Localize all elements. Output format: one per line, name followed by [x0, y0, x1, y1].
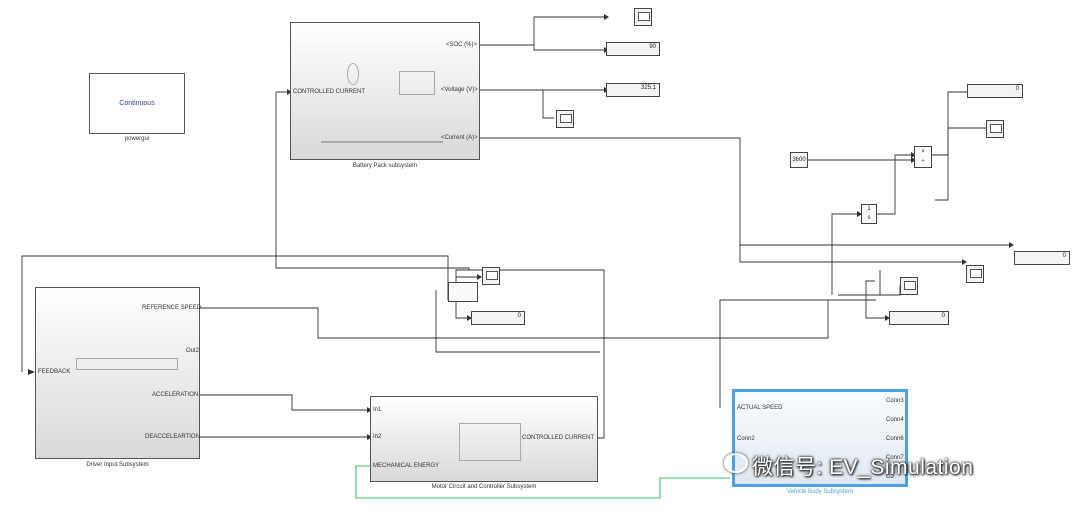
driver-caption: Driver Input Subsystem	[86, 462, 149, 468]
motor-internal-diagram	[459, 423, 521, 461]
battery-caption: Battery Pack subsystem	[352, 163, 418, 169]
soc-display[interactable]: 90	[606, 42, 660, 56]
constant-3600-block[interactable]: 3600	[790, 152, 808, 168]
product-multiply: ×	[921, 149, 925, 155]
vehicle-conn7-label: Conn7	[886, 455, 904, 461]
energy-scope[interactable]	[482, 267, 500, 285]
current-scope[interactable]	[966, 265, 984, 283]
product-divide: ÷	[921, 159, 925, 165]
energy-display[interactable]: 0	[967, 84, 1023, 98]
wechat-icon	[724, 453, 748, 473]
battery-out-voltage-label: <Voltage (V)>	[441, 87, 478, 93]
motor-in1-label: In1	[373, 407, 382, 413]
vehicle-conn6-label: Conn6	[886, 436, 904, 442]
driver-out-deacceleartion-label: DEACCELEARTION	[145, 434, 200, 440]
motor-energy-display[interactable]: 0	[471, 311, 525, 325]
vehicle-body-subsystem[interactable]	[732, 389, 908, 487]
powergui-caption: powergui	[124, 136, 150, 142]
speed-scope[interactable]	[900, 277, 918, 295]
powergui-mode-text: Continuous	[119, 100, 155, 107]
vehicle-conn3-label: Conn3	[886, 398, 904, 404]
battery-in-port-label: CONTROLLED CURRENT	[293, 89, 366, 95]
vehicle-conn2-label: Conn2	[737, 436, 755, 442]
vehicle-conn4-label: Conn4	[886, 417, 904, 423]
battery-internal-diagram	[399, 71, 435, 95]
battery-out-soc-label: <SOC (%)>	[446, 42, 478, 48]
driver-internal-line	[76, 358, 178, 370]
vehicle-in-actual-speed-label: ACTUAL SPEED	[737, 405, 783, 411]
vehicle-caption: Vehicle Body Subsystem	[786, 489, 854, 495]
speed-display[interactable]: 0	[889, 311, 949, 325]
current-display[interactable]: 0	[1014, 251, 1070, 265]
motor-controller-subsystem[interactable]	[370, 396, 598, 482]
motor-out-current-label: CONTROLLED CURRENT	[522, 435, 595, 441]
voltage-display[interactable]: 325.1	[606, 83, 660, 97]
vehicle-co-label: Co	[886, 474, 894, 480]
product-block[interactable]: × ÷	[914, 146, 932, 168]
battery-internal-line-2	[321, 141, 443, 143]
soc-scope[interactable]	[634, 8, 652, 26]
energy-right-scope[interactable]	[986, 120, 1004, 138]
driver-input-subsystem[interactable]	[35, 287, 200, 459]
powergui-block[interactable]: Continuous	[89, 73, 185, 134]
battery-out-current-label: <Current (A)>	[441, 135, 478, 141]
motor-caption: Motor Circuit and Controller Subsystem	[431, 484, 537, 490]
driver-out-reference-speed-label: REFERENCE SPEED	[142, 305, 202, 311]
voltage-scope[interactable]	[556, 110, 574, 128]
wechat-watermark: 微信号: EV_Simulation	[752, 456, 974, 479]
gain-block[interactable]: 1 s	[861, 204, 877, 224]
gain-denominator: s	[867, 215, 871, 221]
driver-out-acceleration-label: ACCELERATION	[152, 392, 199, 398]
motor-in-mech-energy-label: MECHANICAL ENERGY	[373, 463, 440, 469]
driver-out-out2-label: Out2	[186, 348, 200, 354]
battery-pack-subsystem[interactable]	[290, 22, 480, 160]
battery-internal-line	[347, 63, 359, 85]
driver-in-feedback-label: FEEDBACK	[38, 369, 71, 375]
gain-numerator: 1	[867, 206, 871, 212]
motor-in2-label: In2	[373, 434, 382, 440]
sum-block[interactable]	[448, 282, 478, 302]
